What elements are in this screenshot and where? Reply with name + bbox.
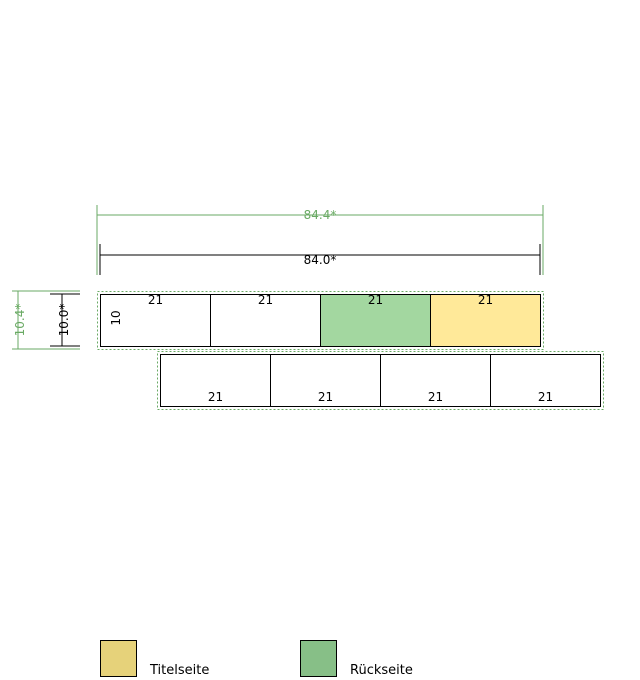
cell-box — [430, 294, 541, 347]
strip-row-1-cell-2[interactable]: 21 — [210, 293, 321, 347]
cell-box — [320, 294, 431, 347]
inner-width-dimension: 84.0* — [99, 244, 541, 275]
total-width-dimension: 84.4* — [96, 205, 544, 275]
legend-item-rueckseite: Rückseite — [300, 640, 413, 678]
legend-swatch-titelseite — [100, 640, 137, 677]
cell-height-label: 10 — [109, 310, 123, 325]
inner-width-label: 84.0* — [304, 253, 337, 267]
strip-row-2: 21 21 21 21 — [157, 351, 604, 410]
strip-row-2-cell-1[interactable]: 21 — [160, 354, 271, 407]
legend: Titelseite Rückseite — [100, 640, 413, 678]
strip-row-1-cell-1[interactable]: 21 10 — [100, 293, 211, 347]
strip-row-1-cell-3[interactable]: 21 — [320, 293, 431, 347]
strip-row-2-cell-4[interactable]: 21 — [490, 354, 601, 407]
cell-width-label: 21 — [478, 293, 493, 307]
total-height-label: 10.4* — [13, 304, 27, 337]
strip-row-1: 21 10 21 21 21 — [97, 291, 544, 350]
cell-width-label: 21 — [368, 293, 383, 307]
total-height-dimension: 10.4* — [12, 290, 80, 350]
legend-label-titelseite: Titelseite — [149, 663, 209, 678]
cell-width-label: 21 — [208, 390, 223, 404]
inner-height-dimension: 10.0* — [50, 293, 80, 347]
strip-row-2-cell-2[interactable]: 21 — [270, 354, 381, 407]
strip-row-2-cell-3[interactable]: 21 — [380, 354, 491, 407]
cell-width-label: 21 — [148, 293, 163, 307]
legend-swatch-rueckseite — [300, 640, 337, 677]
strip-row-1-cell-4[interactable]: 21 — [430, 293, 541, 347]
cell-box — [270, 354, 381, 407]
cell-box — [100, 294, 211, 347]
legend-label-rueckseite: Rückseite — [350, 663, 413, 678]
total-width-label: 84.4* — [304, 208, 337, 222]
cell-box — [160, 354, 271, 407]
cell-width-label: 21 — [538, 390, 553, 404]
cell-box — [490, 354, 601, 407]
inner-height-label: 10.0* — [57, 304, 71, 337]
cell-width-label: 21 — [258, 293, 273, 307]
legend-item-titelseite: Titelseite — [100, 640, 209, 678]
cell-width-label: 21 — [428, 390, 443, 404]
cell-width-label: 21 — [318, 390, 333, 404]
